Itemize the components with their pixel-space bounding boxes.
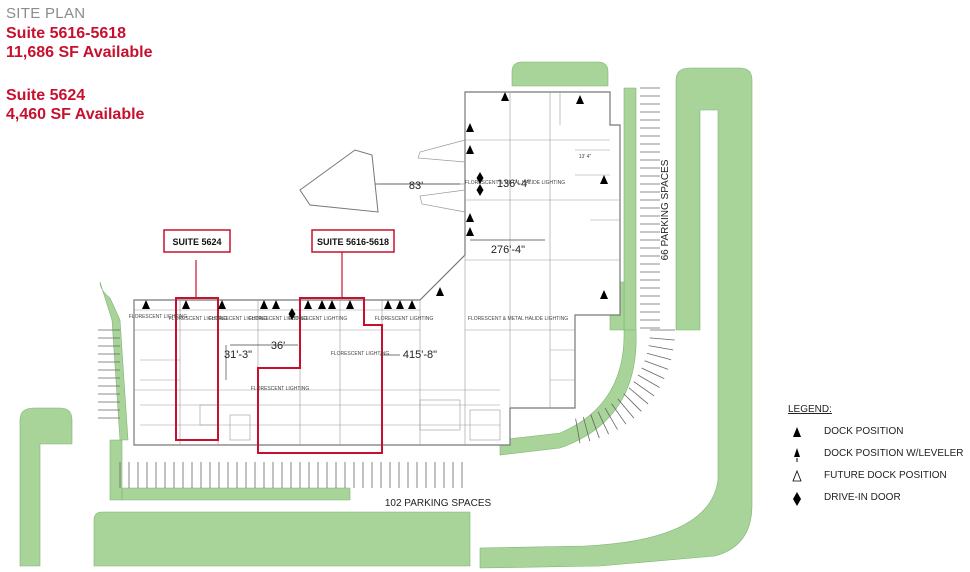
parking-stall-line <box>617 398 635 419</box>
landscape-areas <box>19 61 753 569</box>
lighting-label: FLORESCENT LIGHTING <box>251 386 310 392</box>
callout-5616-box <box>311 229 395 253</box>
bottom-parking-stalls <box>119 462 463 488</box>
lighting-label: FLORESCENT LIGHTING <box>209 316 268 322</box>
parking-stall-line <box>637 374 660 388</box>
right-parking-label: 66 PARKING SPACES <box>660 159 671 260</box>
dim-136: 136'-4" <box>497 178 531 190</box>
parking-stall-line <box>644 360 669 370</box>
legend-item-dock: DOCK POSITION <box>790 425 903 439</box>
lighting-label: FLORESCENT LIGHTING <box>249 316 308 322</box>
parking-stall-line <box>641 367 665 379</box>
dim-83: 83' <box>409 180 423 192</box>
left-parking-stalls <box>98 329 120 419</box>
traffic-island <box>299 149 379 213</box>
suite-b-area: 4,460 SF Available <box>6 106 145 123</box>
dock-position-icon <box>790 425 810 439</box>
legend-label: DRIVE-IN DOOR <box>824 492 901 503</box>
lighting-label: FLORESCENT & METAL HALIDE LIGHTING <box>468 316 568 322</box>
legend-title: LEGEND: <box>788 404 832 415</box>
parking-stall-line <box>604 407 618 430</box>
callout-5616-label: SUITE 5616-5618 <box>317 237 389 247</box>
future-dock-icon <box>790 469 810 483</box>
right-parking-stalls <box>575 87 675 444</box>
suite-5616-outline <box>257 297 383 454</box>
dim-415: 415'-8" <box>403 349 437 361</box>
lighting-label: FLORESCENT LIGHTING <box>375 316 434 322</box>
parking-stall-line <box>633 381 655 397</box>
dock-apron <box>380 139 466 213</box>
parking-stall-line <box>628 387 649 405</box>
callout-5624-label: SUITE 5624 <box>172 237 221 247</box>
legend-item-future: FUTURE DOCK POSITION <box>790 469 947 483</box>
suite-b-name: Suite 5624 <box>6 87 86 104</box>
parking-stall-line <box>648 345 674 351</box>
lighting-label: FLORESCENT LIGHTING <box>129 314 188 320</box>
parking-stall-line <box>582 416 591 442</box>
room-label: 13' 4" <box>579 154 592 160</box>
dim-36: 36' <box>271 340 285 352</box>
parking-stall-line <box>623 393 642 412</box>
legend-label: FUTURE DOCK POSITION <box>824 470 947 481</box>
parking-stall-line <box>590 414 600 439</box>
callout-5624-box <box>163 229 231 253</box>
legend-label: DOCK POSITION W/LEVELER <box>824 448 964 459</box>
suite-5624-outline <box>175 297 219 441</box>
page-title: SITE PLAN <box>6 5 86 22</box>
dim-31: 31'-3" <box>224 349 252 361</box>
dock-leveler-icon <box>790 447 810 462</box>
suite-a-name: Suite 5616-5618 <box>6 25 127 42</box>
bottom-parking-label: 102 PARKING SPACES <box>385 498 492 509</box>
parking-stall-line <box>575 418 581 444</box>
legend-item-drive-in: DRIVE-IN DOOR <box>790 491 901 506</box>
building-outline <box>133 91 621 446</box>
lighting-label: FLORESCENT LIGHTING <box>331 351 390 357</box>
parking-stall-line <box>611 403 627 425</box>
suite-a-area: 11,686 SF Available <box>6 44 153 61</box>
parking-stall-line <box>597 411 609 435</box>
parking-stall-line <box>646 352 672 361</box>
dim-276: 276'-4" <box>491 244 525 256</box>
lighting-label: FLORESCENT & METAL HALIDE LIGHTING <box>465 180 565 186</box>
drive-in-door-icon <box>790 491 810 506</box>
legend-item-leveler: DOCK POSITION W/LEVELER <box>790 447 963 462</box>
parking-stall-line <box>649 337 675 341</box>
lighting-label: FLORESCENT LIGHTING <box>169 316 228 322</box>
lighting-label: FLORESCENT LIGHTING <box>289 316 348 322</box>
legend-label: DOCK POSITION <box>824 426 904 437</box>
